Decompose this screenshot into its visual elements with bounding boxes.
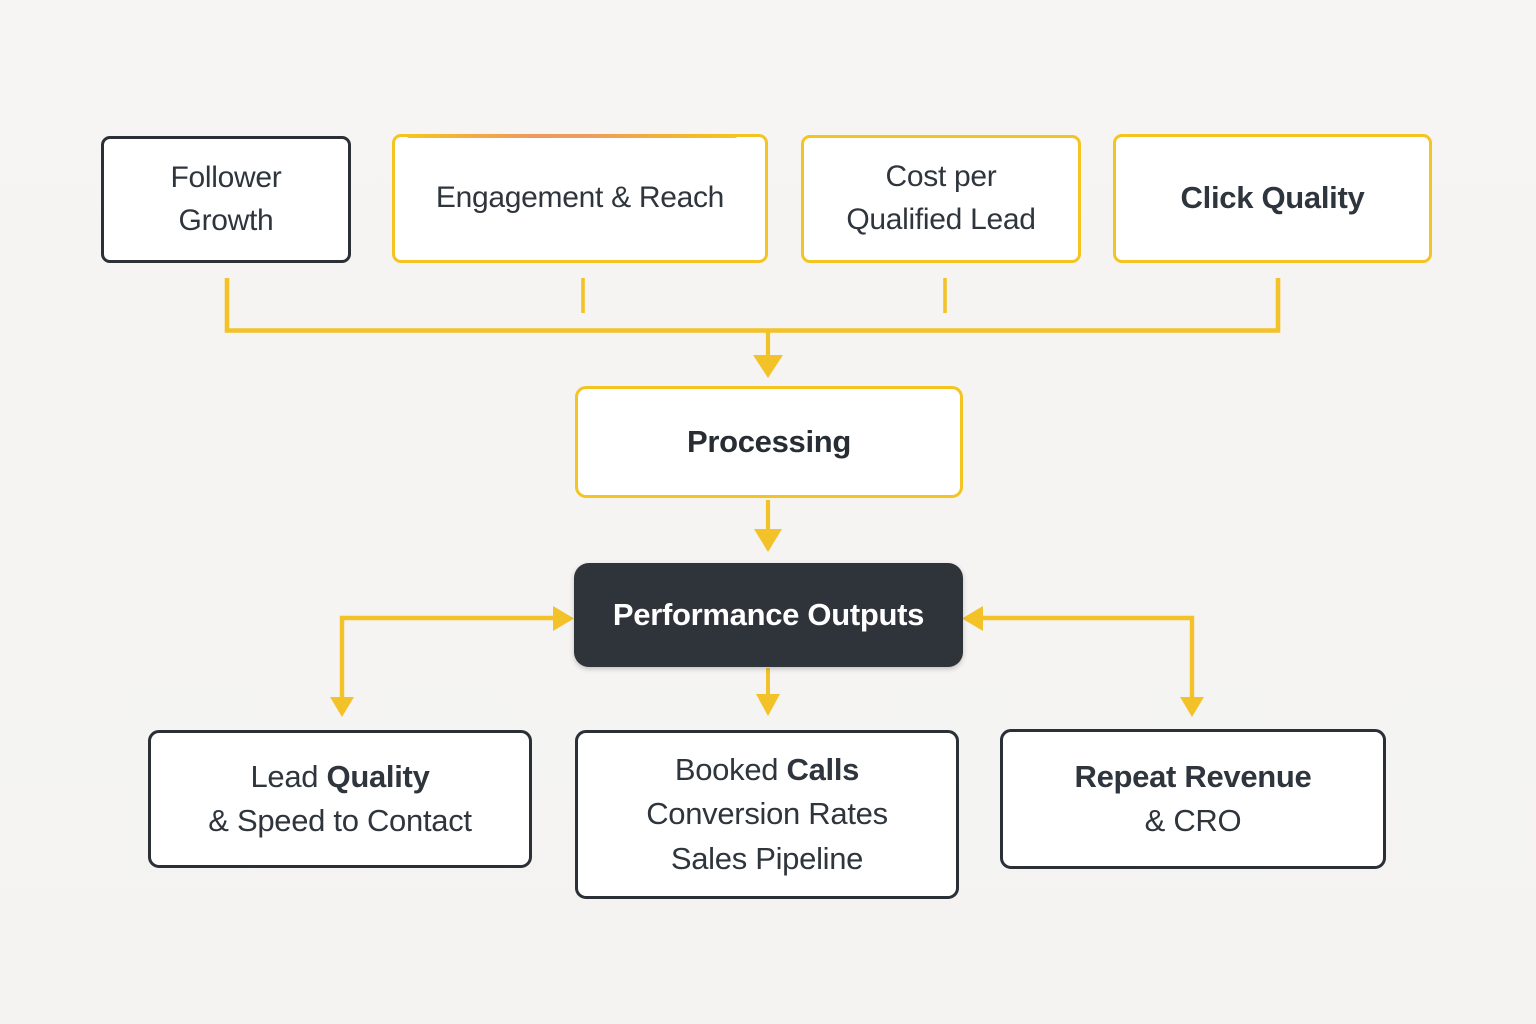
node-label: Performance Outputs xyxy=(612,596,925,632)
node-label-line: Sales Pipeline xyxy=(670,840,864,876)
node-processing: Processing xyxy=(575,386,963,498)
arrowhead-into-repeat-revenue xyxy=(1180,697,1204,717)
arrowhead-into-performance xyxy=(754,529,782,552)
node-label: Cost per Qualified Lead xyxy=(846,156,1036,241)
node-cost-per-qualified-lead: Cost per Qualified Lead xyxy=(801,135,1081,263)
node-label-text: Booked xyxy=(674,752,787,788)
node-label-line: Lead Quality xyxy=(208,755,471,799)
node-label-line: & Speed to Contact xyxy=(208,803,472,838)
connector-right-elbow xyxy=(982,615,1195,699)
arrowhead-left-into-performance xyxy=(553,606,574,631)
node-repeat-revenue: Repeat Revenue & CRO xyxy=(1000,729,1386,869)
node-booked-calls: Booked Calls Conversion Rates Sales Pipe… xyxy=(575,730,959,899)
connector-left-elbow xyxy=(339,615,554,699)
node-label: Booked Calls Conversion Rates Sales Pipe… xyxy=(646,748,888,880)
node-label: Repeat Revenue & CRO xyxy=(1074,755,1311,843)
node-label-line: Growth xyxy=(178,203,274,237)
arrowhead-right-into-performance xyxy=(962,606,983,631)
node-label-text-bold: Quality xyxy=(326,758,430,794)
node-label-line: Conversion Rates xyxy=(646,796,888,832)
arrowhead-into-processing xyxy=(753,355,783,378)
node-label-line: & CRO xyxy=(1144,803,1242,838)
node-label: Follower Growth xyxy=(171,157,282,242)
arrowhead-into-booked-calls xyxy=(756,694,780,716)
node-label: Click Quality xyxy=(1180,180,1365,216)
node-label-line: Cost per xyxy=(885,160,997,194)
node-engagement-reach: Engagement & Reach xyxy=(392,133,768,263)
node-label: Processing xyxy=(686,423,852,459)
node-click-quality: Click Quality xyxy=(1113,134,1432,263)
arrowhead-into-lead-quality xyxy=(330,697,354,717)
node-label-line: Qualified Lead xyxy=(846,203,1036,236)
node-label-line-bold: Repeat Revenue xyxy=(1074,758,1312,794)
connector-collector xyxy=(224,278,1281,333)
node-label-line: Booked Calls xyxy=(646,748,888,792)
gradient-accent-edge xyxy=(407,133,737,138)
node-label-text-bold: Calls xyxy=(786,752,860,788)
node-label-line: Follower xyxy=(170,160,282,194)
node-label: Engagement & Reach xyxy=(435,181,725,215)
node-label: Lead Quality & Speed to Contact xyxy=(208,755,472,843)
node-follower-growth: Follower Growth xyxy=(101,136,351,263)
node-label-text: Lead xyxy=(250,758,327,794)
node-performance-outputs: Performance Outputs xyxy=(574,563,963,667)
node-lead-quality: Lead Quality & Speed to Contact xyxy=(148,730,532,868)
